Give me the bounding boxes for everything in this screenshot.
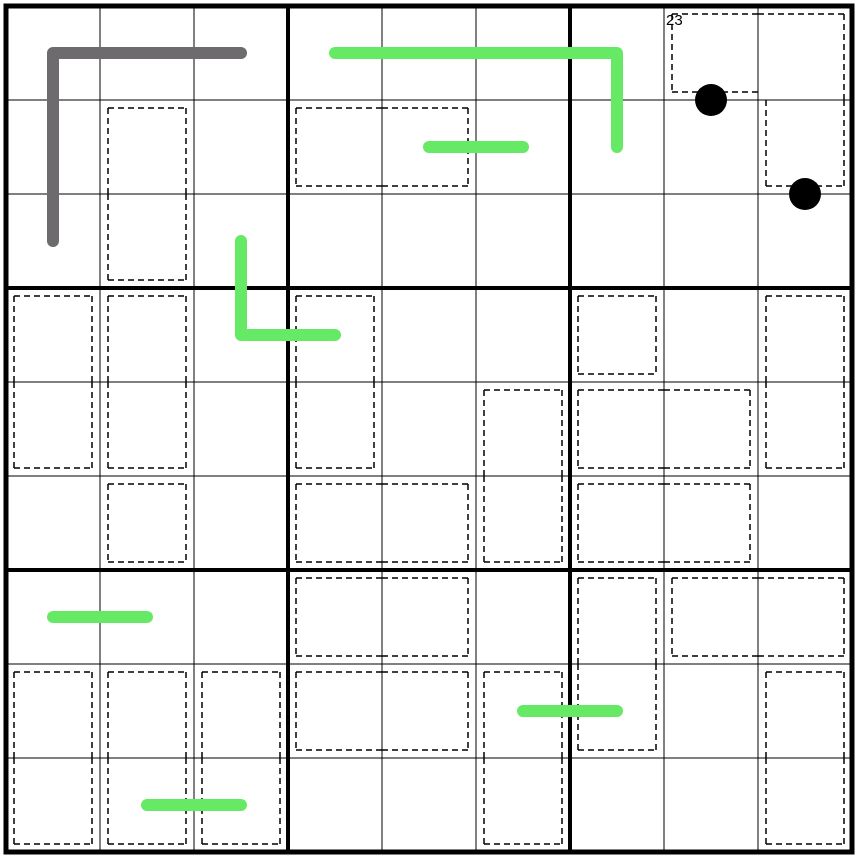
grid-cell-r7c6[interactable] xyxy=(476,570,570,664)
grid-cell-r2c2[interactable] xyxy=(100,100,194,194)
grid-cell-r6c4[interactable] xyxy=(288,476,382,570)
killer-cage-4 xyxy=(13,295,93,469)
grid-cell-r7c7[interactable] xyxy=(570,570,664,664)
grid-cell-r8c2[interactable] xyxy=(100,664,194,758)
grid-cell-r6c2[interactable] xyxy=(100,476,194,570)
cage-sum-clue: 23 xyxy=(666,12,683,29)
grid-cell-r7c3[interactable] xyxy=(194,570,288,664)
grid-cell-r5c1[interactable] xyxy=(6,382,100,476)
killer-cage-17 xyxy=(13,671,93,845)
grid-cell-r8c4[interactable] xyxy=(288,664,382,758)
grid-cell-r7c9[interactable] xyxy=(758,570,852,664)
grid-cell-r6c8[interactable] xyxy=(664,476,758,570)
grid-cell-r7c5[interactable] xyxy=(382,570,476,664)
grid-cell-r5c3[interactable] xyxy=(194,382,288,476)
green-line-2 xyxy=(329,47,623,153)
grid-cell-r5c9[interactable] xyxy=(758,382,852,476)
grid-cell-r2c4[interactable] xyxy=(288,100,382,194)
board-border xyxy=(3,3,855,855)
grid-cell-r9c6[interactable] xyxy=(476,758,570,852)
grid-cell-r3c5[interactable] xyxy=(382,194,476,288)
grid-cell-r5c7[interactable] xyxy=(570,382,664,476)
dots-layer xyxy=(695,84,821,210)
grid-cell-r7c8[interactable] xyxy=(664,570,758,664)
grid-cell-r6c6[interactable] xyxy=(476,476,570,570)
killer-cage-19 xyxy=(201,671,281,845)
grid-cell-r9c8[interactable] xyxy=(664,758,758,852)
grid-cell-r5c8[interactable] xyxy=(664,382,758,476)
clues-layer: 23 xyxy=(666,12,683,29)
killer-cage-12 xyxy=(295,483,469,563)
killer-cage-13 xyxy=(577,483,751,563)
grid-cell-r5c5[interactable] xyxy=(382,382,476,476)
killer-cage-18 xyxy=(107,671,187,845)
grid-cell-r2c3[interactable] xyxy=(194,100,288,194)
killer-cage-5 xyxy=(107,295,187,469)
killer-cage-10 xyxy=(577,389,751,469)
grid-cell-r6c1[interactable] xyxy=(6,476,100,570)
cells-layer xyxy=(6,6,852,852)
green-line-4 xyxy=(235,235,341,341)
grid-cell-r5c4[interactable] xyxy=(288,382,382,476)
grid-cell-r4c1[interactable] xyxy=(6,288,100,382)
killer-cage-16 xyxy=(671,577,845,657)
grid-cell-r9c1[interactable] xyxy=(6,758,100,852)
grid-cell-r3c2[interactable] xyxy=(100,194,194,288)
grid-cell-r4c7[interactable] xyxy=(570,288,664,382)
grid-cell-r8c8[interactable] xyxy=(664,664,758,758)
grid-cell-r6c7[interactable] xyxy=(570,476,664,570)
lines-layer xyxy=(47,47,623,811)
grid-cell-r4c5[interactable] xyxy=(382,288,476,382)
grid-cell-r7c4[interactable] xyxy=(288,570,382,664)
grid-cell-r4c8[interactable] xyxy=(664,288,758,382)
grid-cell-r3c8[interactable] xyxy=(664,194,758,288)
grid-cell-r5c2[interactable] xyxy=(100,382,194,476)
grid-cell-r8c5[interactable] xyxy=(382,664,476,758)
kropki-dot-black-1 xyxy=(695,84,727,116)
grid-cell-r9c7[interactable] xyxy=(570,758,664,852)
killer-cage-2 xyxy=(107,107,187,281)
grid-cell-r9c4[interactable] xyxy=(288,758,382,852)
kropki-dot-black-2 xyxy=(789,178,821,210)
killer-cage-15 xyxy=(577,577,657,751)
grid-cell-r4c6[interactable] xyxy=(476,288,570,382)
killer-cage-14 xyxy=(295,577,469,657)
grid-cell-r8c9[interactable] xyxy=(758,664,852,758)
killer-cage-9 xyxy=(483,389,563,563)
grid-cell-r5c6[interactable] xyxy=(476,382,570,476)
grid-cell-r6c9[interactable] xyxy=(758,476,852,570)
cages-layer xyxy=(13,13,845,845)
grid-cell-r4c9[interactable] xyxy=(758,288,852,382)
grid-cell-r8c3[interactable] xyxy=(194,664,288,758)
killer-cage-20 xyxy=(295,671,469,751)
grid-cell-r9c5[interactable] xyxy=(382,758,476,852)
killer-cage-22 xyxy=(765,671,845,845)
grid-cell-r8c1[interactable] xyxy=(6,664,100,758)
gray-line-1 xyxy=(47,47,247,247)
grid-cell-r6c3[interactable] xyxy=(194,476,288,570)
grid-cell-r9c9[interactable] xyxy=(758,758,852,852)
grid-cell-r3c7[interactable] xyxy=(570,194,664,288)
grid-cell-r6c5[interactable] xyxy=(382,476,476,570)
grid-cell-r1c9[interactable] xyxy=(758,6,852,100)
grid-cell-r3c4[interactable] xyxy=(288,194,382,288)
killer-cage-8 xyxy=(765,295,845,469)
grid-cell-r4c2[interactable] xyxy=(100,288,194,382)
killer-cage-3 xyxy=(295,107,469,187)
grid-cell-r3c6[interactable] xyxy=(476,194,570,288)
